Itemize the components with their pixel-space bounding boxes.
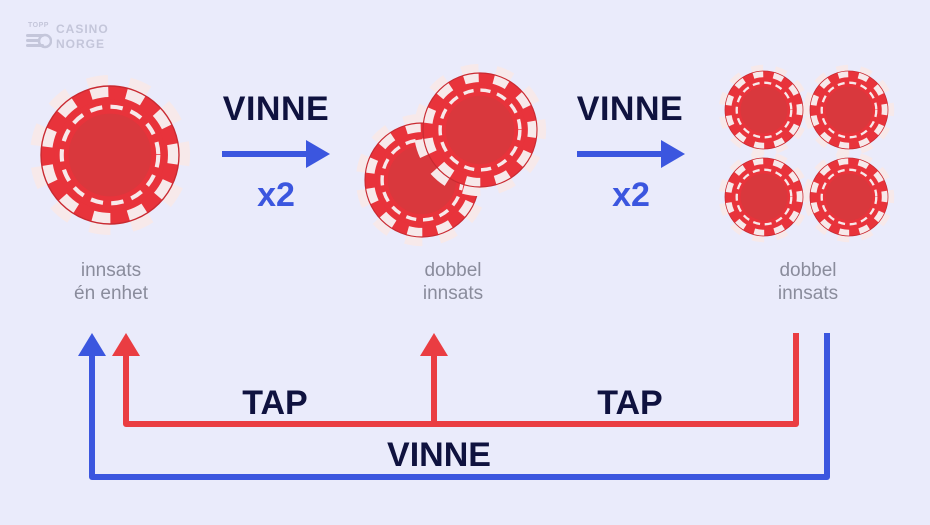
win-return-path [89, 333, 830, 480]
caption-line: innsats [80, 260, 142, 281]
multiplier-label-2: x2 [612, 176, 650, 214]
poker-chip-icon [805, 153, 893, 241]
poker-chip-icon [416, 66, 545, 195]
step-caption-2: dobbel innsats [363, 259, 543, 305]
loss-label-1: TAP [242, 384, 308, 422]
caption-line: én enhet [74, 283, 148, 304]
step-caption-3: dobbel innsats [718, 259, 898, 305]
arrow-up-icon [420, 333, 448, 356]
caption-line: innsats [422, 283, 484, 304]
arrow-right-icon [577, 140, 685, 168]
caption-line: innsats [777, 283, 839, 304]
brand-logo: TOPP CASINO NORGE [26, 22, 126, 54]
logo-line2: NORGE [56, 37, 106, 51]
win-reset-label: VINNE [387, 436, 491, 474]
arrow-right-icon [222, 140, 330, 168]
arrow-up-icon [112, 333, 140, 356]
caption-line: dobbel [424, 260, 482, 281]
poker-chip-icon [720, 153, 808, 241]
win-label-1: VINNE [222, 90, 330, 128]
arrow-up-icon [78, 333, 106, 356]
logo-line1: CASINO [56, 22, 109, 36]
loss-return-path [123, 333, 799, 427]
logo-mark-icon [26, 33, 52, 49]
step-caption-1: innsats én enhet [21, 259, 201, 305]
loss-label-2: TAP [597, 384, 663, 422]
poker-chip-icon [720, 66, 808, 154]
poker-chip-icon [805, 66, 893, 154]
poker-chip-icon [32, 77, 188, 233]
multiplier-label-1: x2 [257, 176, 295, 214]
caption-line: dobbel [779, 260, 837, 281]
win-label-2: VINNE [576, 90, 684, 128]
logo-small-text: TOPP [28, 22, 49, 29]
